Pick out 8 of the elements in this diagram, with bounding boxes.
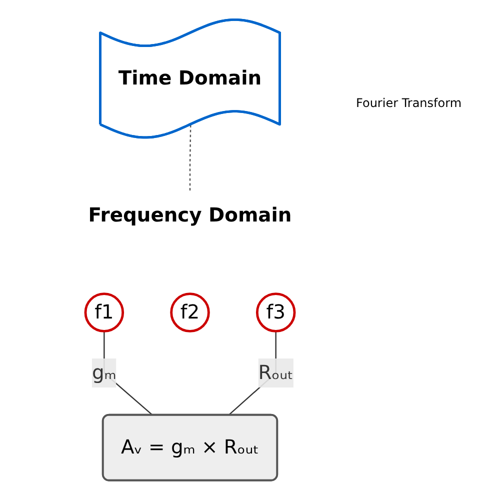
connector [189,125,192,192]
annotation-text: Fourier Transform [356,96,462,110]
node-circle: f2 [170,292,210,332]
node-circle: f1 [84,292,124,332]
node-text: Frequency Domain [88,204,292,227]
edge-label: Rₒᵤₜ [258,360,294,384]
edge-label: gₘ [92,360,116,384]
node-circle: f3 [256,292,296,332]
